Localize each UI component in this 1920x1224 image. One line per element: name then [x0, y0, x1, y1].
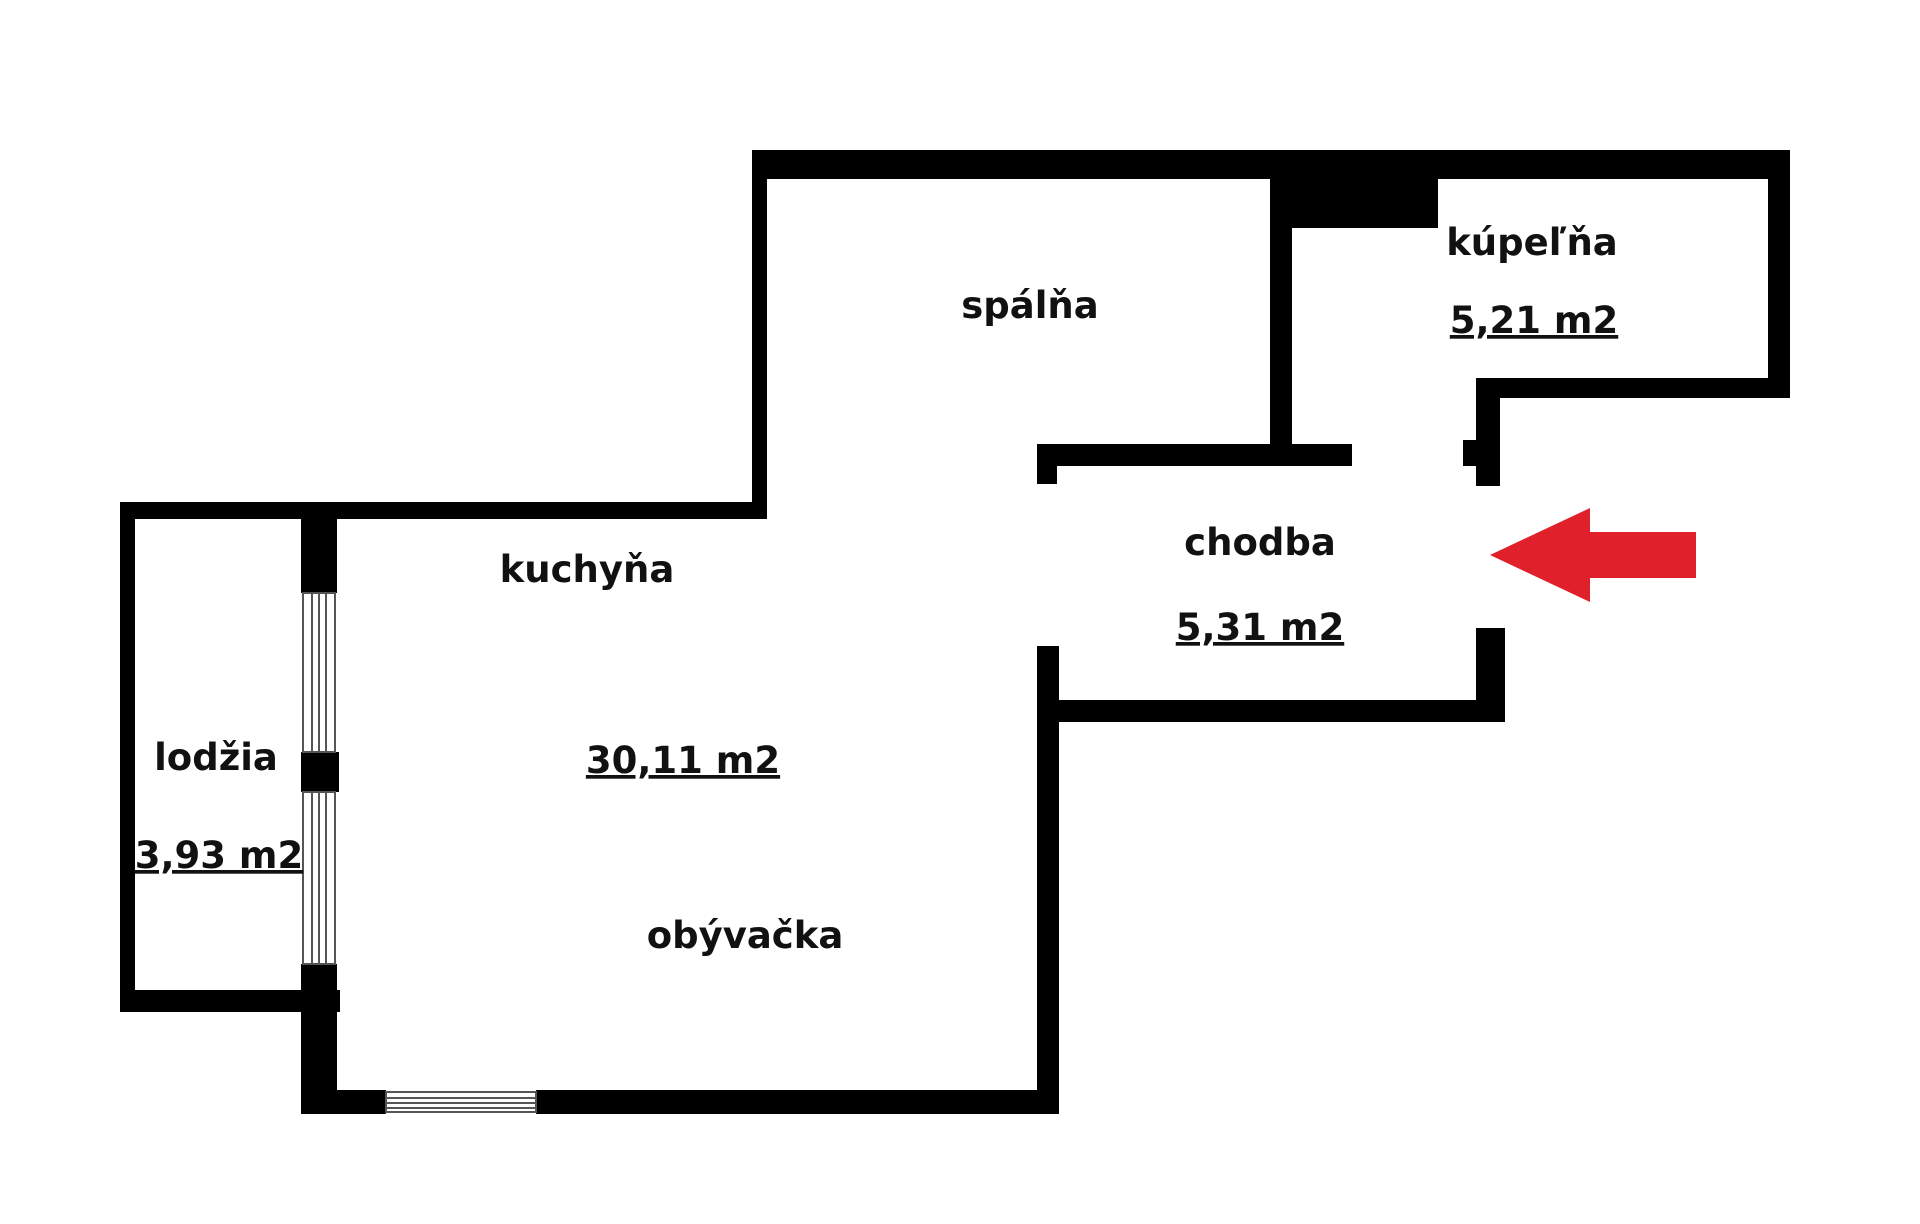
- window-loggia-lower: [302, 791, 336, 965]
- wall-living-right-nub: [1037, 646, 1057, 666]
- wall-partition-bedroom-bath: [1270, 176, 1292, 444]
- window-loggia-upper: [302, 592, 336, 753]
- wall-living-bottom-left: [301, 1090, 386, 1114]
- wall-loggia-sep-mid: [301, 752, 339, 792]
- room-area-lodzia: 3,93 m2: [135, 834, 303, 877]
- room-label-spalna: spálňa: [961, 284, 1098, 327]
- walls: [120, 150, 1790, 1114]
- wall-corridor-bottom: [1037, 700, 1505, 722]
- windows: [302, 592, 537, 1113]
- room-label-lodzia: lodžia: [154, 736, 278, 779]
- wall-bedroom-bottom: [1037, 444, 1352, 466]
- wall-loggia-sep-bottom: [301, 964, 337, 1114]
- wall-bedroom-left: [752, 150, 767, 515]
- wall-bathroom-right: [1768, 150, 1790, 398]
- wall-loggia-bottom: [120, 990, 340, 1012]
- wall-bathroom-jamb-nub: [1463, 440, 1477, 466]
- room-area-chodba: 5,31 m2: [1176, 606, 1344, 649]
- window-living-bottom: [385, 1091, 537, 1113]
- room-label-kuchyna: kuchyňa: [500, 548, 675, 591]
- room-area-kupelna: 5,21 m2: [1450, 299, 1618, 342]
- wall-bathroom-bottom: [1476, 378, 1790, 398]
- room-area-obyvacka: 30,11 m2: [586, 739, 780, 782]
- room-label-obyvacka: obývačka: [647, 914, 844, 957]
- wall-loggia-left: [120, 502, 135, 1012]
- wall-top: [752, 150, 1790, 179]
- wall-living-bottom-right: [536, 1090, 1059, 1114]
- wall-living-right: [1037, 646, 1059, 1114]
- room-label-kupelna: kúpeľňa: [1446, 221, 1618, 264]
- wall-shaft: [1270, 176, 1438, 228]
- room-label-chodba: chodba: [1184, 521, 1336, 564]
- wall-kitchen-top: [120, 502, 767, 519]
- arrow-left-icon: [1490, 508, 1696, 602]
- wall-bathroom-jamb: [1476, 378, 1500, 486]
- wall-bedroom-bottom-nub: [1037, 444, 1057, 484]
- wall-loggia-sep-top: [301, 519, 337, 593]
- room-labels: spálňa kúpeľňa 5,21 m2 chodba 5,31 m2 ku…: [135, 221, 1618, 957]
- wall-corridor-jamb: [1476, 628, 1505, 722]
